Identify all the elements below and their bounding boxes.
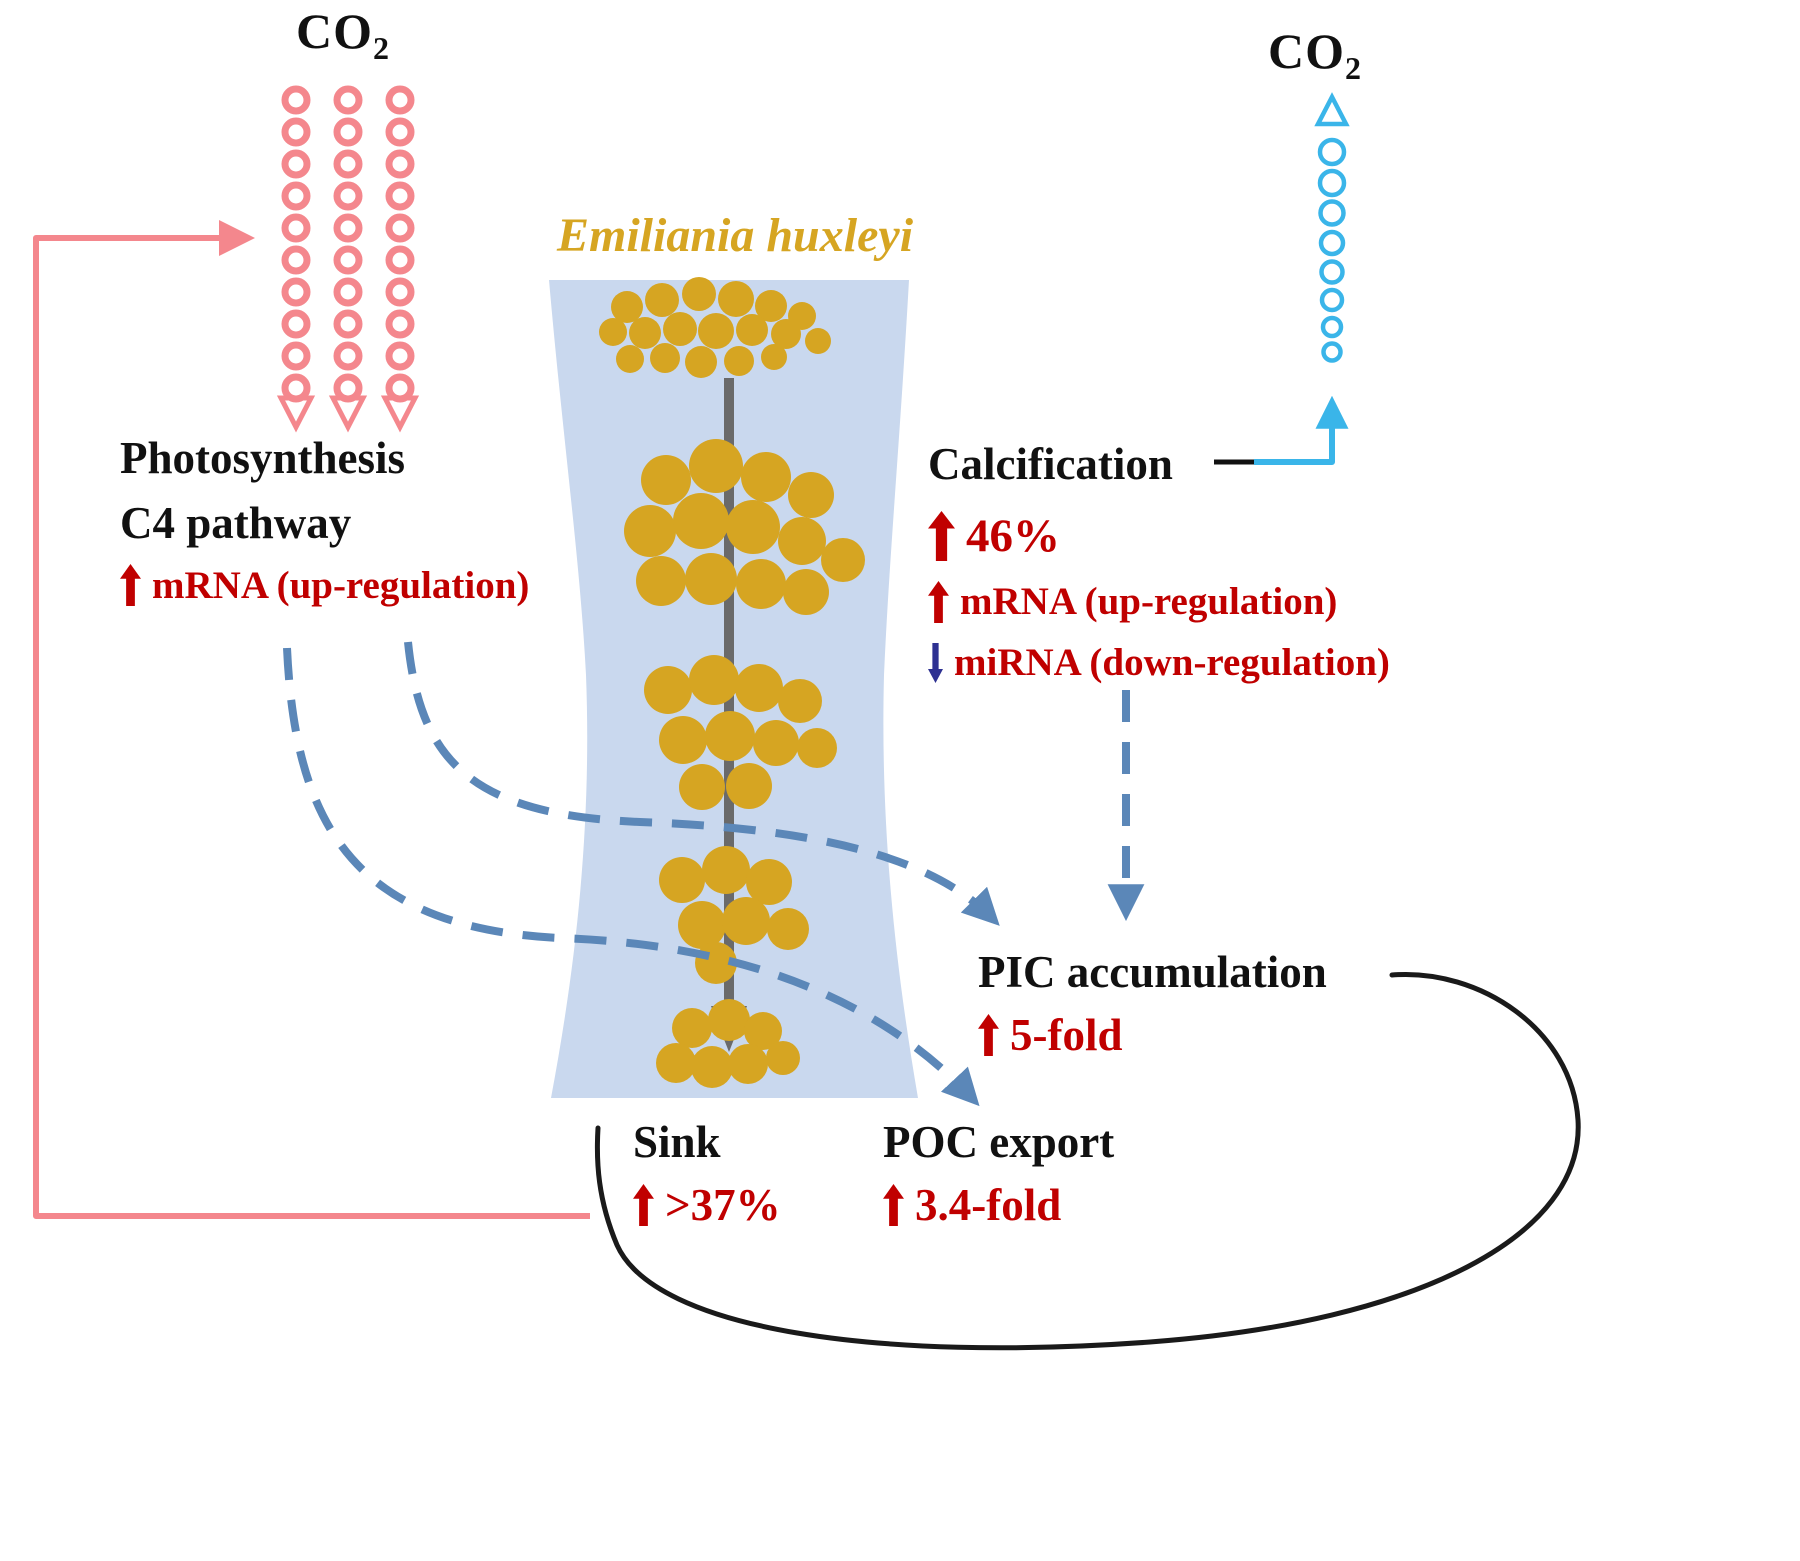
- pic-accumulation-value-row: 5-fold: [978, 1009, 1327, 1061]
- mrna-to-pic-arrow: [404, 641, 1000, 926]
- calcification-block: Calcification 46% mRNA (up-regulation) m…: [928, 432, 1390, 685]
- up-arrow-icon: [120, 564, 141, 606]
- calcification-title: Calcification: [928, 439, 1173, 489]
- co2-right-formula: CO: [1268, 23, 1345, 79]
- photosynthesis-title: Photosynthesis: [120, 433, 406, 483]
- sink-title: Sink: [633, 1117, 721, 1167]
- co2-right-label: CO2: [1268, 22, 1362, 87]
- sink-value-row: >37%: [633, 1179, 781, 1231]
- pic-accumulation-block: PIC accumulation 5-fold: [978, 940, 1327, 1061]
- c4-pathway-subtitle: C4 pathway: [120, 498, 352, 549]
- co2-left-subscript: 2: [373, 30, 390, 66]
- pic-accumulation-value: 5-fold: [1010, 1010, 1123, 1061]
- pic-accumulation-title: PIC accumulation: [978, 947, 1327, 997]
- co2-left-formula: CO: [296, 3, 373, 59]
- regulation-dashed-arrows: [283, 641, 1145, 1107]
- calcification-percent-row: 46%: [928, 509, 1390, 563]
- poc-export-value: 3.4-fold: [915, 1180, 1062, 1231]
- sink-block: Sink >37%: [633, 1110, 781, 1231]
- co2-uptake-arrowheads: [276, 395, 420, 433]
- down-arrow-icon: [928, 642, 943, 683]
- calcification-mrna-row: mRNA (up-regulation): [928, 579, 1390, 624]
- calcification-mirna-row: miRNA (down-regulation): [928, 640, 1390, 685]
- pic-to-sink-loop: [594, 971, 1581, 1351]
- photosynthesis-regulation-row: mRNA (up-regulation): [120, 563, 529, 608]
- up-arrow-icon: [633, 1184, 654, 1227]
- co2-outgassing-bubbles: [1317, 137, 1347, 363]
- co2-feedback-arrow: [33, 220, 590, 1219]
- up-arrow-icon: [928, 580, 949, 623]
- photosynthesis-regulation-label: mRNA (up-regulation): [152, 563, 530, 607]
- sink-value: >37%: [665, 1180, 781, 1231]
- photosynthesis-block: Photosynthesis C4 pathway mRNA (up-regul…: [120, 426, 529, 608]
- calcification-co2-arrow: [1254, 395, 1349, 465]
- co2-right-subscript: 2: [1345, 50, 1362, 86]
- cell-clusters: [599, 277, 865, 1088]
- co2-left-label: CO2: [296, 2, 390, 67]
- up-arrow-icon: [883, 1184, 904, 1227]
- poc-export-block: POC export 3.4-fold: [883, 1110, 1114, 1231]
- up-arrow-icon: [978, 1014, 999, 1057]
- co2-outgassing-arrowhead: [1314, 92, 1350, 127]
- calcification-mirna-label: miRNA (down-regulation): [954, 641, 1390, 685]
- organism-name: Emiliania huxleyi: [556, 209, 914, 262]
- mrna-to-poc-arrow: [283, 647, 980, 1107]
- poc-export-value-row: 3.4-fold: [883, 1179, 1114, 1231]
- calcification-mrna-label: mRNA (up-regulation): [960, 580, 1338, 624]
- calcification-percent: 46%: [966, 510, 1060, 563]
- co2-uptake-bubbles: [281, 85, 415, 403]
- poc-export-title: POC export: [883, 1117, 1115, 1167]
- up-arrow-icon: [928, 511, 955, 562]
